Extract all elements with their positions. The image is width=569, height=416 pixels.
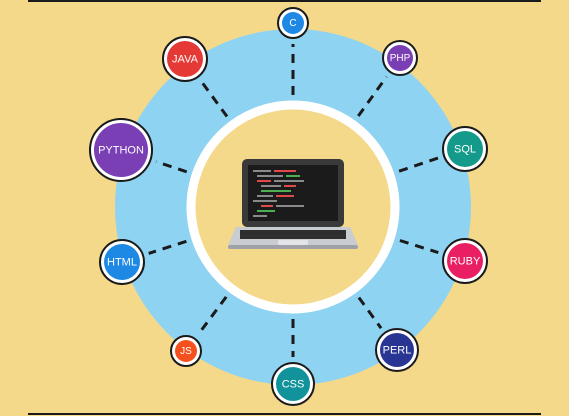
node-label-c: C xyxy=(289,18,296,29)
node-disc xyxy=(94,123,148,177)
connector-js xyxy=(197,296,228,335)
connector-php xyxy=(357,75,388,117)
connector-html xyxy=(148,239,187,255)
node-disc xyxy=(387,45,413,71)
node-disc xyxy=(104,244,140,280)
language-node-php: PHP xyxy=(382,40,418,76)
language-node-ruby: RUBY xyxy=(442,238,488,284)
laptop-base-edge xyxy=(228,245,358,249)
language-node-perl: PERL xyxy=(375,328,419,372)
node-label-php: PHP xyxy=(390,53,411,64)
language-node-css: CSS xyxy=(271,362,315,406)
laptop-screen xyxy=(248,165,338,221)
node-disc xyxy=(276,367,310,401)
node-label-python: PYTHON xyxy=(98,145,144,157)
node-label-css: CSS xyxy=(282,379,305,391)
laptop-trackpad xyxy=(278,240,308,245)
node-disc xyxy=(282,12,304,34)
language-node-c: C xyxy=(277,7,309,39)
connector-perl xyxy=(357,296,383,330)
connector-sql xyxy=(398,156,439,173)
connector-python xyxy=(155,160,188,174)
node-disc xyxy=(167,41,203,77)
language-nodes-group: C PHP SQL RUBY PERL CSS JS HTML PYTHON JAVA xyxy=(89,7,488,406)
node-disc xyxy=(447,131,483,167)
node-label-html: HTML xyxy=(107,257,137,269)
node-label-java: JAVA xyxy=(172,54,199,66)
language-node-java: JAVA xyxy=(162,36,208,82)
node-label-ruby: RUBY xyxy=(450,256,481,268)
language-node-html: HTML xyxy=(99,239,145,285)
laptop-keyboard xyxy=(240,230,346,239)
code-lines xyxy=(253,170,304,217)
language-node-js: JS xyxy=(170,335,202,367)
language-node-python: PYTHON xyxy=(89,118,153,182)
node-label-perl: PERL xyxy=(383,345,412,357)
node-disc xyxy=(380,333,414,367)
laptop-code-icon xyxy=(228,159,358,249)
node-disc xyxy=(175,340,197,362)
node-label-js: JS xyxy=(180,346,192,357)
node-label-sql: SQL xyxy=(454,144,476,156)
connector-ruby xyxy=(399,239,439,255)
connectors-group xyxy=(148,44,439,357)
node-disc xyxy=(447,243,483,279)
language-node-sql: SQL xyxy=(442,126,488,172)
connector-java xyxy=(200,80,229,118)
